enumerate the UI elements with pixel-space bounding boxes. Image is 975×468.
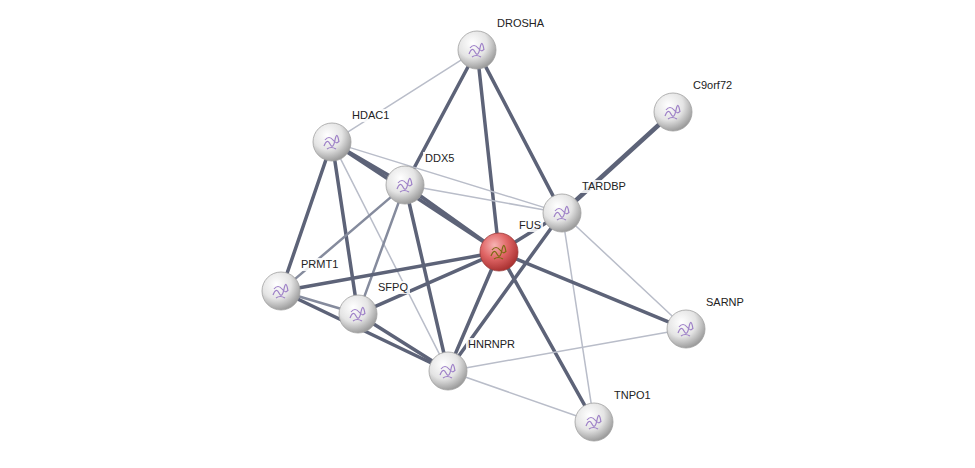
- interaction-edge: [424, 188, 544, 209]
- interaction-edge: [466, 377, 576, 415]
- protein-node: SARNP: [667, 310, 705, 348]
- protein-node: HNRNPR: [429, 352, 467, 390]
- protein-label: FUS: [517, 219, 543, 232]
- interaction-edge: [517, 259, 669, 322]
- protein-node: C9orf72: [654, 93, 692, 131]
- interaction-edge: [576, 125, 659, 200]
- protein-label: HDAC1: [350, 109, 391, 122]
- protein-label: TARDBP: [580, 180, 628, 193]
- structure-icon: [273, 284, 288, 298]
- interaction-edge: [459, 228, 551, 355]
- protein-label: TNPO1: [612, 389, 653, 402]
- protein-label: SARNP: [704, 296, 746, 309]
- structure-icon: [665, 105, 680, 119]
- node-sphere: [478, 231, 520, 273]
- protein-node: FUS: [480, 233, 518, 271]
- interaction-edge: [348, 60, 461, 132]
- structure-icon: [586, 415, 601, 429]
- node-sphere: [665, 308, 707, 350]
- node-sphere: [456, 29, 498, 71]
- interaction-edge: [508, 269, 584, 406]
- structure-icon: [678, 322, 693, 336]
- protein-label: SFPQ: [376, 281, 410, 294]
- structure-icon: [469, 43, 484, 57]
- node-sphere: [384, 164, 426, 206]
- interaction-edge: [414, 67, 468, 168]
- structure-icon: [397, 178, 412, 192]
- protein-label: HNRNPR: [466, 338, 517, 351]
- node-sphere: [652, 91, 694, 133]
- protein-node: SFPQ: [339, 295, 377, 333]
- node-sphere: [541, 192, 583, 234]
- interaction-edge: [375, 260, 481, 307]
- protein-label: DDX5: [423, 152, 456, 165]
- interaction-edge: [479, 69, 497, 233]
- node-sphere: [260, 270, 302, 312]
- interaction-edge: [350, 148, 544, 208]
- node-sphere: [311, 121, 353, 163]
- structure-icon: [350, 307, 365, 321]
- node-sphere: [427, 350, 469, 392]
- protein-node: HDAC1: [313, 123, 351, 161]
- node-sphere: [573, 401, 615, 443]
- protein-node: PRMT1: [262, 272, 300, 310]
- protein-label: DROSHA: [495, 17, 546, 30]
- structure-icon: [440, 364, 455, 378]
- protein-label: PRMT1: [299, 258, 340, 271]
- node-sphere: [337, 293, 379, 335]
- structure-icon: [554, 206, 569, 220]
- interaction-edge: [486, 67, 553, 196]
- protein-node: TNPO1: [575, 403, 613, 441]
- interaction-edge: [374, 324, 432, 361]
- protein-label: C9orf72: [691, 79, 734, 92]
- interaction-edge: [467, 332, 668, 367]
- structure-icon: [491, 245, 506, 259]
- interaction-edge: [420, 196, 483, 241]
- structure-icon: [324, 135, 339, 149]
- protein-node: DROSHA: [458, 31, 496, 69]
- protein-node: TARDBP: [543, 194, 581, 232]
- protein-node: DDX5: [386, 166, 424, 204]
